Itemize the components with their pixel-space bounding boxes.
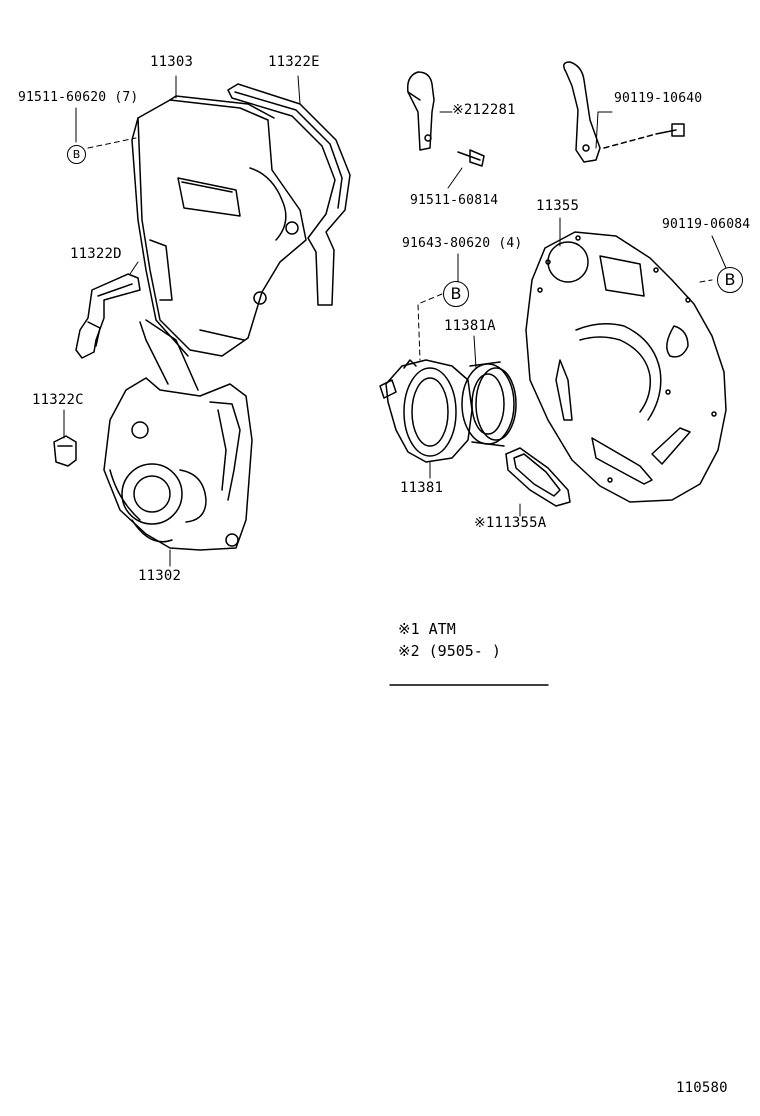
bracket-90119-10640 bbox=[563, 61, 685, 163]
lower-timing-cover bbox=[103, 319, 253, 551]
oil-seal-11381a bbox=[461, 361, 517, 447]
bracket-212281 bbox=[406, 71, 485, 167]
label-90119-06084: 90119-06084 bbox=[662, 217, 751, 232]
label-11322d: 11322D bbox=[70, 246, 122, 262]
marker-b-right: B bbox=[717, 267, 743, 293]
label-11322e: 11322E bbox=[268, 54, 320, 70]
label-91511-60620: 91511-60620 (7) bbox=[18, 90, 139, 105]
note-atm: ※1 ATM bbox=[398, 620, 456, 638]
gasket-11322e bbox=[227, 83, 351, 306]
grommet-11322c bbox=[53, 435, 77, 467]
marker-b-mid: B bbox=[443, 281, 469, 307]
label-11322c: 11322C bbox=[32, 392, 84, 408]
label-11355: 11355 bbox=[536, 198, 580, 214]
leader-lines bbox=[63, 75, 727, 686]
gasket-11322d bbox=[75, 273, 141, 359]
marker-b-small: B bbox=[67, 145, 86, 164]
upper-timing-cover bbox=[131, 95, 307, 357]
label-11302: 11302 bbox=[138, 568, 182, 584]
label-11381a: 11381A bbox=[444, 318, 496, 334]
label-91643-80620: 91643-80620 (4) bbox=[402, 236, 523, 251]
note-date-range: ※2 (9505- ) bbox=[398, 642, 501, 660]
label-91511-60814: 91511-60814 bbox=[410, 193, 499, 208]
label-111355a: ※111355A bbox=[474, 515, 547, 531]
label-212281: ※212281 bbox=[452, 102, 516, 118]
figure-number: 110580 bbox=[676, 1080, 728, 1096]
label-11381: 11381 bbox=[400, 480, 444, 496]
label-90119-10640: 90119-10640 bbox=[614, 91, 703, 106]
seal-retainer-11381 bbox=[379, 359, 473, 463]
gasket-111355a bbox=[505, 447, 571, 507]
end-plate-11355 bbox=[525, 231, 727, 503]
label-11303: 11303 bbox=[150, 54, 194, 70]
